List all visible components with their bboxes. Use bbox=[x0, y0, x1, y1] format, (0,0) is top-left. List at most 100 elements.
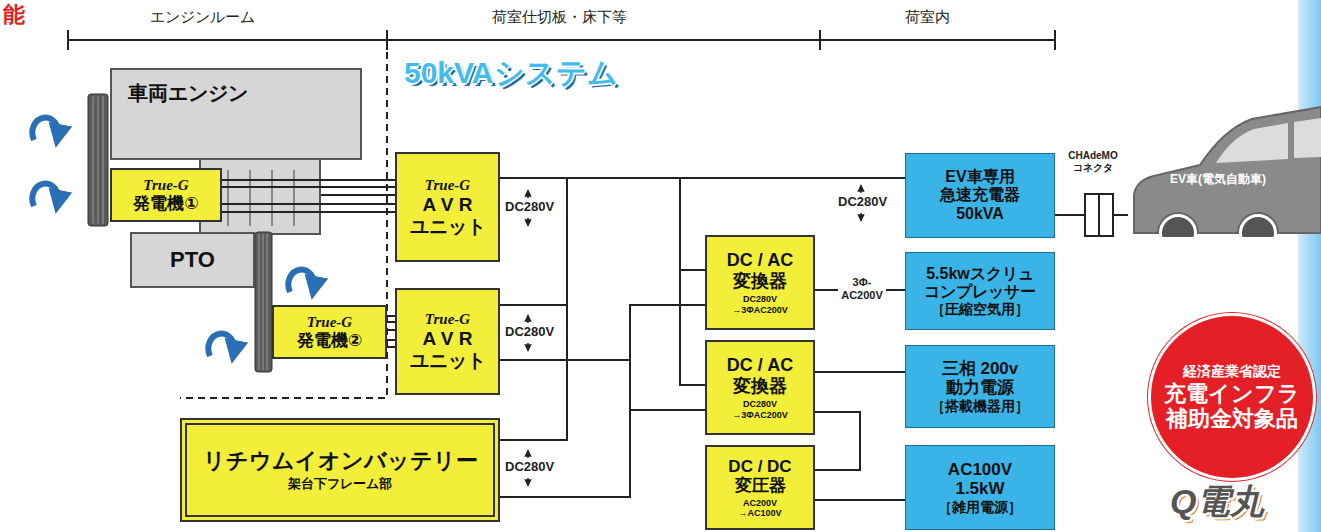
annotation-label: エンジンルーム bbox=[150, 8, 255, 25]
text-line: AC200V bbox=[839, 289, 885, 302]
power-line bbox=[500, 178, 905, 440]
text-line: CHAdeMO bbox=[1062, 150, 1124, 162]
node-text: DC280V →3ΦAC200V bbox=[732, 399, 787, 420]
text-line: True-G bbox=[425, 177, 470, 194]
component-box: DC / AC 変換器DC280V →3ΦAC200V bbox=[705, 340, 815, 435]
text-line: DC280V bbox=[505, 325, 554, 340]
node-text: True-G bbox=[425, 177, 470, 194]
component-box: True-G発電機① bbox=[110, 168, 222, 222]
text-line: 三相 200v bbox=[942, 359, 1019, 379]
text-line: ［搭載機器用］ bbox=[931, 398, 1029, 414]
node-text: True-G bbox=[143, 177, 188, 194]
text-line: 荷室仕切板・床下等 bbox=[492, 8, 627, 25]
text-line: 経済産業省認定 bbox=[1183, 363, 1281, 379]
component-box: DC / DC 変圧器AC200V →AC100V bbox=[705, 445, 815, 530]
power-line bbox=[500, 360, 705, 410]
text-line: AC100V bbox=[948, 460, 1012, 480]
text-line: A V R bbox=[410, 328, 486, 350]
power-line bbox=[500, 305, 705, 497]
text-line: 能 bbox=[3, 2, 25, 27]
annotation-label: 能 bbox=[3, 2, 25, 27]
node-text: 5.5kwスクリュ コンプレッサー bbox=[924, 265, 1036, 302]
annotation-label: CHAdeMO コネクタ bbox=[1062, 150, 1124, 173]
text-line: 荷室内 bbox=[905, 8, 950, 25]
node-text: A V R ユニット bbox=[410, 328, 486, 372]
text-line: 5.5kwスクリュ bbox=[924, 265, 1036, 283]
component-box: 車両エンジン bbox=[110, 68, 362, 160]
component-box: True-G発電機② bbox=[272, 305, 387, 359]
text-line: 3Φ- bbox=[839, 276, 885, 289]
text-line: 補助金対象品 bbox=[1164, 406, 1300, 431]
node-text: DC / DC 変圧器 bbox=[728, 457, 791, 496]
voltage-arrow bbox=[528, 185, 861, 486]
text-line: 動力電源 bbox=[942, 378, 1019, 398]
component-box: DC / AC 変換器 DC280V →3ΦAC200V bbox=[705, 235, 815, 330]
text-line: コンプレッサー bbox=[924, 283, 1036, 301]
power-line bbox=[500, 178, 705, 385]
text-line: DC280V bbox=[505, 200, 554, 215]
node-text: リチウムイオンバッテリー bbox=[203, 448, 478, 473]
text-line: 変圧器 bbox=[728, 476, 791, 496]
text-line: Q電丸 bbox=[1170, 482, 1264, 521]
text-line: DC280V bbox=[732, 294, 787, 304]
node-text: 発電機① bbox=[133, 194, 198, 214]
text-line: 架台下フレーム部 bbox=[288, 477, 392, 492]
text-line: 発電機② bbox=[297, 331, 362, 351]
text-line: →3ΦAC200V bbox=[732, 305, 787, 315]
text-line: ［圧縮空気用］ bbox=[931, 301, 1029, 317]
annotation-label: 荷室内 bbox=[905, 8, 950, 25]
text-line: →3ΦAC200V bbox=[732, 410, 787, 420]
text-line: 急速充電器 bbox=[940, 186, 1020, 204]
component-box: True-GA V R ユニット bbox=[395, 152, 500, 262]
node-text: A V R ユニット bbox=[410, 194, 486, 238]
node-text: DC / AC 変換器 bbox=[727, 250, 793, 291]
annotation-label: DC280V bbox=[504, 460, 555, 475]
text-line: True-G bbox=[425, 311, 470, 328]
text-line: PTO bbox=[170, 247, 215, 272]
component-box: PTO bbox=[130, 232, 255, 288]
text-line: 変換器 bbox=[727, 271, 793, 292]
text-line: 変換器 bbox=[727, 376, 793, 397]
node-text: True-G bbox=[307, 314, 352, 331]
node-text: 三相 200v 動力電源 bbox=[942, 359, 1019, 398]
text-line: エンジンルーム bbox=[150, 8, 255, 25]
annotation-label: DC280V bbox=[504, 325, 555, 340]
power-line bbox=[500, 178, 905, 305]
node-text: EV車専用 急速充電器 50kVA bbox=[940, 168, 1020, 223]
text-line: True-G bbox=[307, 314, 352, 331]
annotation-label: DC280V bbox=[837, 195, 888, 210]
node-text: AC200V →AC100V bbox=[738, 498, 781, 519]
node-text: 架台下フレーム部 bbox=[288, 477, 392, 492]
power-line bbox=[500, 410, 705, 497]
component-box: True-GA V R ユニット bbox=[395, 288, 500, 395]
power-line bbox=[500, 178, 705, 270]
text-line: EV車(電気自動車) bbox=[1170, 173, 1266, 187]
component-box: 三相 200v 動力電源［搭載機器用］ bbox=[905, 345, 1055, 428]
text-line: 充電インフラ bbox=[1164, 381, 1300, 406]
text-line: EV車専用 bbox=[940, 168, 1020, 186]
belt-pulley bbox=[88, 94, 108, 226]
node-text: DC280V →3ΦAC200V bbox=[732, 294, 787, 315]
text-line: AC200V bbox=[738, 498, 781, 508]
annotation-label: DC280V bbox=[504, 200, 555, 215]
text-line: 発電機① bbox=[133, 194, 198, 214]
annotation-label: Q電丸 bbox=[1170, 482, 1264, 521]
node-text: 経済産業省認定 bbox=[1183, 363, 1281, 379]
text-line: DC280V bbox=[732, 399, 787, 409]
text-line: DC / AC bbox=[727, 355, 793, 376]
power-line bbox=[815, 371, 905, 373]
annotation-label: 3Φ- AC200V bbox=[838, 276, 886, 301]
text-line: DC280V bbox=[505, 460, 554, 475]
node-text: EV車(電気自動車) bbox=[1170, 173, 1266, 187]
component-box: 5.5kwスクリュ コンプレッサー［圧縮空気用］ bbox=[905, 252, 1055, 330]
text-line: ［雑用電源］ bbox=[938, 499, 1022, 515]
node-text: DC / AC 変換器 bbox=[727, 355, 793, 396]
chademo-plug bbox=[1085, 194, 1113, 236]
text-line: 50kVA bbox=[940, 205, 1020, 223]
car-outline bbox=[1128, 95, 1321, 237]
component-box: リチウムイオンバッテリー架台下フレーム部 bbox=[180, 418, 500, 522]
text-line: リチウムイオンバッテリー bbox=[203, 448, 478, 473]
node-text: ［搭載機器用］ bbox=[931, 398, 1029, 414]
belt-pulley bbox=[255, 232, 272, 372]
